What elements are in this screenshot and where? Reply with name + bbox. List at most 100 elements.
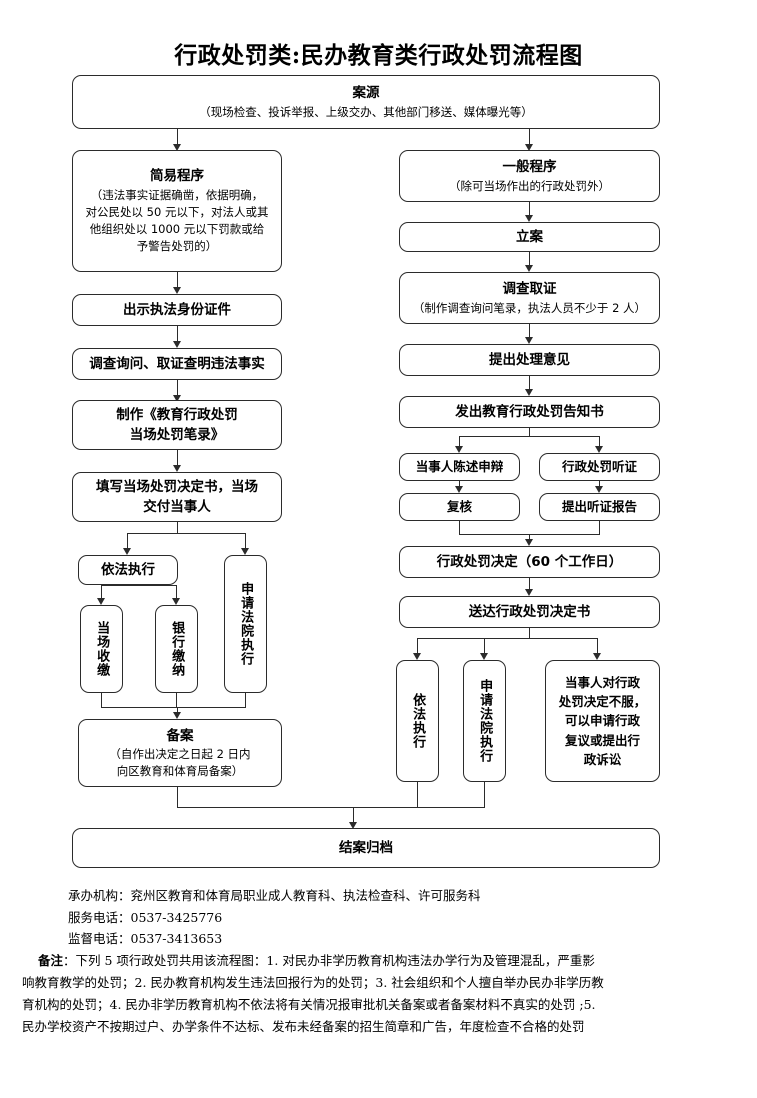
node-make-record[interactable]: 制作《教育行政处罚 当场处罚笔录》 — [72, 400, 282, 450]
node-hearing[interactable]: 行政处罚听证 — [539, 453, 660, 481]
node-simple-procedure-line: 对公民处以 50 元以下，对法人或其 — [85, 204, 269, 219]
node-archive[interactable]: 结案归档 — [72, 828, 660, 868]
footer-agency: 承办机构：兖州区教育和体育局职业成人教育科、执法检查科、许可服务科 — [68, 888, 481, 903]
node-simple-procedure-line: 予警告处罚的） — [136, 239, 218, 254]
node-investigate-label: 调查询问、取证查明违法事实 — [89, 355, 265, 372]
node-case-open-label: 立案 — [516, 228, 543, 245]
footer-note-line-3: 育机构的处罚；4. 民办非学历教育机构不依法将有关情况报审批机关备案或者备案材料… — [22, 996, 596, 1012]
arrow-head — [595, 486, 603, 493]
node-simple-procedure-line: 他组织处以 1000 元以下罚款或给 — [89, 222, 265, 237]
connector — [529, 578, 531, 591]
connector — [459, 436, 461, 448]
node-review-label: 复核 — [446, 498, 472, 514]
node-filing-title: 备案 — [166, 727, 194, 744]
node-collect-onsite[interactable]: 当场收缴 — [80, 605, 123, 693]
node-appeal-line: 政诉讼 — [583, 752, 622, 768]
node-investigate[interactable]: 调查询问、取证查明违法事实 — [72, 348, 282, 380]
node-deliver[interactable]: 送达行政处罚决定书 — [399, 596, 660, 628]
connector — [529, 129, 531, 147]
node-filing-line: 向区教育和体育局备案） — [116, 764, 244, 779]
connector — [176, 585, 178, 600]
node-opinion[interactable]: 提出处理意见 — [399, 344, 660, 376]
connector — [353, 807, 355, 825]
node-case-source-title: 案源 — [352, 85, 380, 102]
arrow-head — [593, 653, 601, 660]
connector — [245, 533, 247, 550]
node-bank-pay-label: 银行缴纳 — [169, 621, 185, 677]
connector — [127, 533, 129, 550]
node-appeal-line: 可以申请行政 — [564, 713, 640, 729]
connector — [177, 522, 179, 533]
node-apply-court-left-label: 申请法院执行 — [238, 582, 254, 666]
node-evidence[interactable]: 调查取证 （制作调查询问笔录，执法人员不少于 2 人） — [399, 272, 660, 324]
connector — [417, 638, 598, 640]
connector — [101, 693, 103, 707]
connector — [459, 436, 600, 438]
node-apply-court-right[interactable]: 申请法院执行 — [463, 660, 506, 782]
arrow-head — [172, 598, 180, 605]
connector — [177, 272, 179, 290]
node-apply-court-right-label: 申请法院执行 — [477, 679, 493, 763]
node-apply-court-left[interactable]: 申请法院执行 — [224, 555, 267, 693]
connector — [177, 807, 485, 809]
arrow-head — [525, 337, 533, 344]
node-simple-procedure[interactable]: 简易程序 （违法事实证据确凿，依据明确， 对公民处以 50 元以下，对法人或其 … — [72, 150, 282, 272]
arrow-head — [525, 265, 533, 272]
node-filing[interactable]: 备案 （自作出决定之日起 2 日内 向区教育和体育局备案） — [78, 719, 282, 787]
node-enforce-right-label: 依法执行 — [410, 693, 426, 749]
arrow-head — [595, 446, 603, 453]
node-notice[interactable]: 发出教育行政处罚告知书 — [399, 396, 660, 428]
node-hearing-report-label: 提出听证报告 — [561, 498, 637, 514]
footer-note-line-2: 响教育教学的处罚；2. 民办教育机构发生违法回报行为的处罚；3. 社会组织和个人… — [22, 974, 604, 990]
connector — [599, 521, 601, 534]
node-general-procedure[interactable]: 一般程序 （除可当场作出的行政处罚外） — [399, 150, 660, 202]
node-hearing-report[interactable]: 提出听证报告 — [539, 493, 660, 521]
footer-note-line-4: 民办学校资产不按期过户、办学条件不达标、发布未经备案的招生简章和广告，年度检查不… — [22, 1018, 585, 1034]
node-show-id[interactable]: 出示执法身份证件 — [72, 294, 282, 326]
connector — [484, 782, 486, 807]
arrow-head — [241, 548, 249, 555]
node-appeal[interactable]: 当事人对行政 处罚决定不服， 可以申请行政 复议或提出行 政诉讼 — [545, 660, 660, 782]
node-decision[interactable]: 行政处罚决定（60 个工作日） — [399, 546, 660, 578]
connector — [599, 436, 601, 448]
arrow-head — [173, 712, 181, 719]
node-fill-decision[interactable]: 填写当场处罚决定书，当场 交付当事人 — [72, 472, 282, 522]
node-case-source[interactable]: 案源 （现场检查、投诉举报、上级交办、其他部门移送、媒体曝光等） — [72, 75, 660, 129]
connector — [529, 324, 531, 340]
connector — [529, 534, 531, 542]
footer-service-phone: 服务电话：0537-3425776 — [68, 909, 223, 925]
node-hearing-label: 行政处罚听证 — [561, 458, 637, 474]
node-deliver-label: 送达行政处罚决定书 — [468, 603, 591, 620]
node-statement[interactable]: 当事人陈述申辩 — [399, 453, 520, 481]
connector — [529, 376, 531, 392]
node-case-open[interactable]: 立案 — [399, 222, 660, 252]
node-enforce-left-label: 依法执行 — [101, 561, 155, 578]
node-review[interactable]: 复核 — [399, 493, 520, 521]
connector — [417, 638, 419, 655]
node-general-procedure-title: 一般程序 — [502, 159, 557, 176]
node-bank-pay[interactable]: 银行缴纳 — [155, 605, 198, 693]
arrow-head — [413, 653, 421, 660]
arrow-head — [525, 144, 533, 151]
node-enforce-right[interactable]: 依法执行 — [396, 660, 439, 782]
node-opinion-label: 提出处理意见 — [489, 351, 570, 368]
node-filing-line: （自作出决定之日起 2 日内 — [109, 746, 251, 761]
connector — [459, 521, 461, 534]
node-enforce-left[interactable]: 依法执行 — [78, 555, 178, 585]
connector — [101, 585, 103, 600]
connector — [459, 481, 461, 488]
node-statement-label: 当事人陈述申辩 — [415, 458, 504, 474]
arrow-head — [525, 539, 533, 546]
connector — [484, 638, 486, 655]
node-case-source-sub: （现场检查、投诉举报、上级交办、其他部门移送、媒体曝光等） — [199, 104, 533, 119]
connector — [529, 202, 531, 218]
connector — [177, 450, 179, 468]
connector — [417, 782, 419, 807]
node-decision-label: 行政处罚决定（60 个工作日） — [436, 553, 623, 570]
arrow-head — [173, 341, 181, 348]
footer-note-label: 备注 — [38, 952, 64, 968]
page-title: 行政处罚类:民办教育类行政处罚流程图 — [174, 42, 583, 69]
node-evidence-sub: （制作调查询问笔录，执法人员不少于 2 人） — [412, 300, 647, 315]
arrow-head — [349, 822, 357, 829]
